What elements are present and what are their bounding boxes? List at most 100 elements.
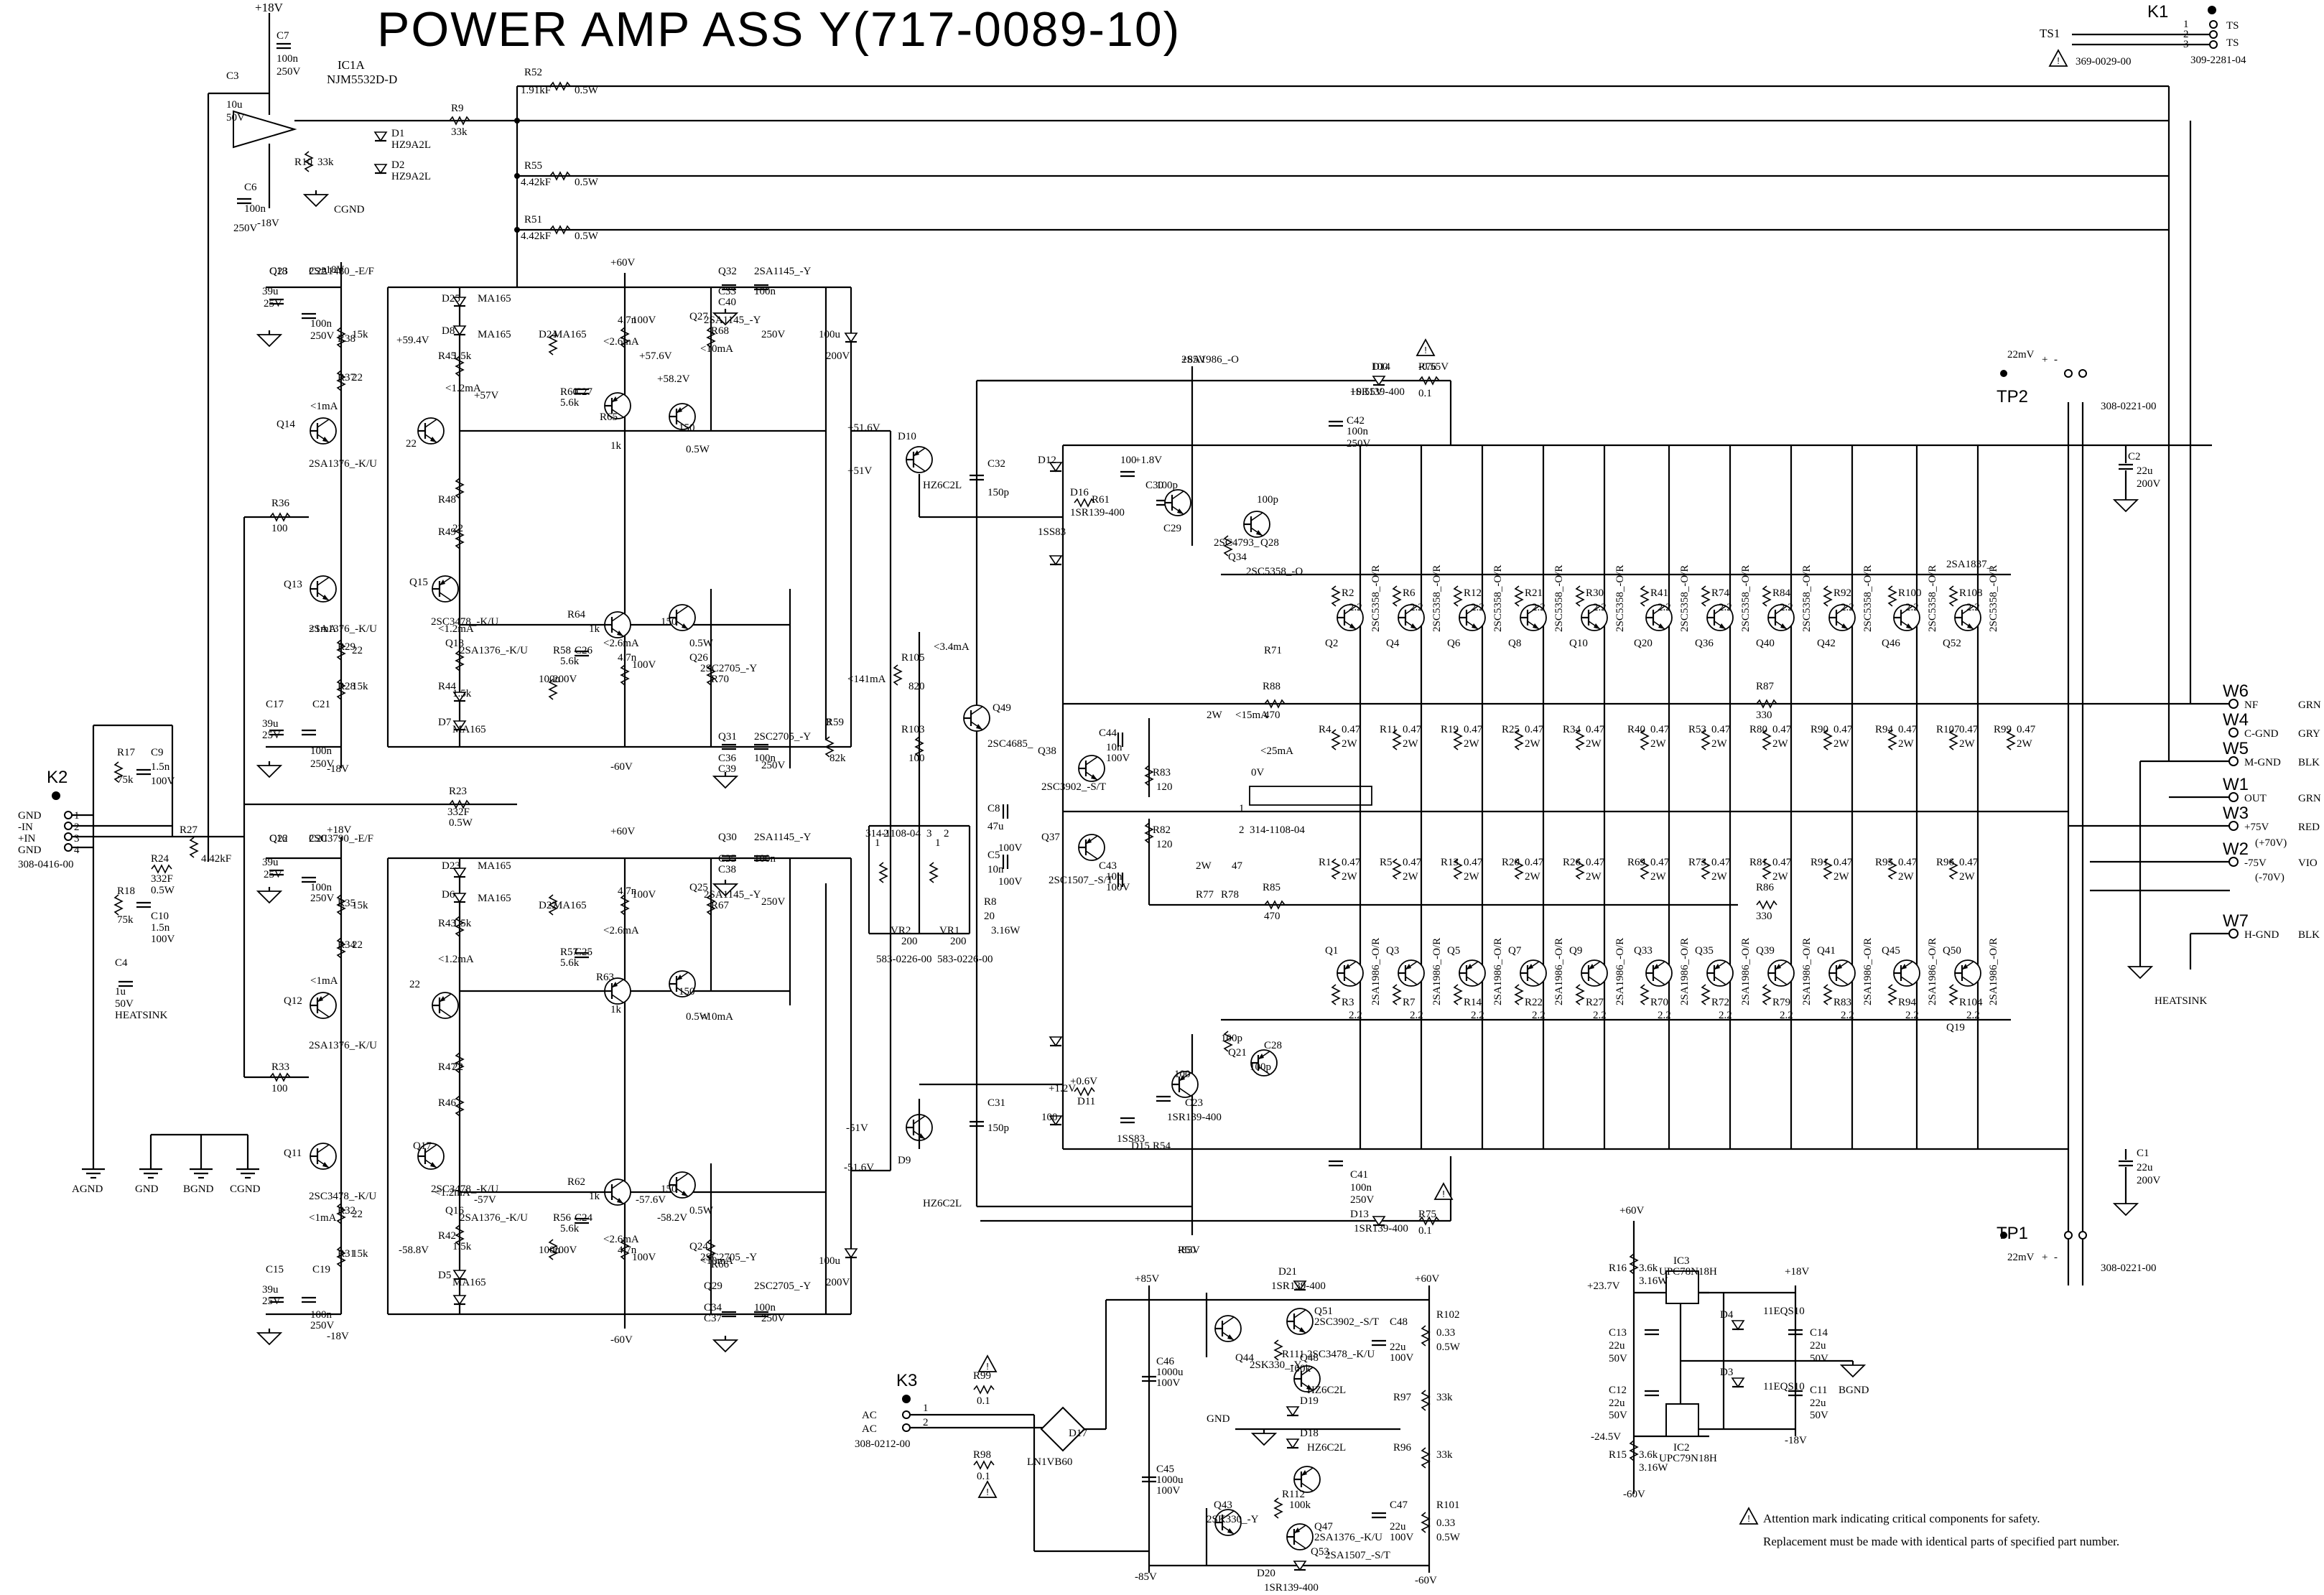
rail-label: -18V [257, 218, 279, 229]
k3-pin: 2 [923, 1417, 929, 1428]
r55-watt: 0.5W [575, 177, 599, 188]
component-label: 100u [539, 674, 561, 685]
regulator-label: 50V [1810, 1353, 1828, 1364]
component-label: Q17 [413, 1140, 432, 1152]
emitter-resistor-val: 0.47 [1342, 724, 1361, 735]
resistor-val: 2.2 [1905, 1010, 1919, 1021]
regulator-label: 22u [1810, 1398, 1826, 1409]
node-voltage: +57.6V [639, 350, 672, 362]
transistor-part: 2SA1986_-O/R [1801, 938, 1813, 1005]
supply-label: 1SR139-400 [1271, 1280, 1326, 1292]
driver-label: 2SA1986_-O [1181, 354, 1239, 366]
component-label: 150 [661, 1184, 677, 1195]
component-label: R35 [338, 898, 355, 909]
driver-labels: +85V-85VD141SR139-400R760.1C42100n250VD1… [1038, 354, 1993, 1256]
transistor-part: 2SA1986_-O/R [1988, 938, 1999, 1005]
r23-ref: R23 [449, 786, 467, 797]
r24-ref: R24 [151, 853, 169, 865]
wire-color: RED [2298, 822, 2320, 833]
transistor-part: 2SC5358_-O/R [1370, 565, 1382, 632]
r17-val: 75k [117, 774, 134, 786]
bias-label: <15mA [1235, 710, 1268, 721]
driver-label: 100n [1347, 426, 1369, 437]
bias-label: 2W [1196, 860, 1212, 872]
driver-label: C41 [1350, 1169, 1368, 1181]
driver-label: R50 [1178, 1245, 1196, 1256]
component-label: Q18 [445, 638, 464, 649]
supply-label: 22u [1390, 1341, 1406, 1353]
component-label: 5.6k [560, 397, 580, 409]
supply-label: 2SC3478_-K/U [1307, 1349, 1375, 1360]
bias-label: Q38 [1038, 745, 1056, 757]
emitter-resistor-ref: R4 [1319, 724, 1331, 735]
driver-label: C42 [1347, 415, 1365, 427]
component-label: D25 [442, 293, 460, 304]
component-label: 100n [310, 318, 333, 330]
driver-label: 100n [1350, 1182, 1372, 1194]
resistor-ref: R21 [1525, 587, 1543, 599]
component-label: D22 [539, 900, 557, 911]
r51-ref: R51 [524, 214, 542, 225]
component-label: 22 [352, 645, 363, 656]
supply-label: R99 [973, 1370, 991, 1382]
driver-label: +1.2V [1049, 1083, 1076, 1094]
component-label: 22 [452, 1061, 463, 1073]
transistor-ref: Q1 [1325, 945, 1338, 957]
emitter-resistor-ref: R94 [1875, 724, 1894, 735]
component-label: Q27 [689, 311, 708, 322]
supply-label: 2SK330_-Y [1250, 1359, 1302, 1371]
resistor-val: 2.2 [1593, 602, 1607, 613]
component-label: 2SA1376_-K/U [309, 458, 377, 470]
current-note: <10mA [700, 343, 733, 355]
component-label: C39 [718, 763, 736, 775]
k3-pin: 1 [923, 1403, 929, 1414]
component-label: MA165 [452, 1277, 486, 1288]
current-note: <1.2mA [445, 383, 481, 394]
resistor-val: 330 [1756, 710, 1772, 721]
resistor-val: 2.2 [1658, 1010, 1671, 1021]
transistor-part: 2SC5358_-O/R [1801, 565, 1813, 632]
wire-note: (+70V) [2255, 837, 2287, 849]
note-line: Attention mark indicating critical compo… [1763, 1512, 2040, 1525]
k2-signal: -IN [18, 822, 33, 833]
feedback-network: R52 1.91kF 0.5W R55 4.42kF 0.5W R51 4.42… [514, 67, 2169, 287]
bias-label: 820 [908, 681, 925, 692]
supply-label: C46 [1156, 1356, 1175, 1367]
component-label: C20 [309, 833, 327, 845]
emitter-resistor-val: 0.47 [1772, 857, 1792, 868]
transistor-part: 2SC5358_-O/R [1431, 565, 1443, 632]
driver-label: 1SR139-400 [1167, 1112, 1222, 1123]
k2-signal: GND [18, 845, 42, 856]
gnd-label: GND [135, 1184, 159, 1195]
emitter-resistor-ref: R40 [1627, 724, 1645, 735]
supply-label: 100V [1156, 1485, 1181, 1497]
node-voltage: +58.2V [657, 373, 690, 385]
emitter-resistor-ref: R95 [1875, 857, 1893, 868]
supply-label: D18 [1300, 1428, 1319, 1439]
c7-val: 100n [276, 53, 299, 65]
bias-label: 100V [998, 876, 1023, 888]
emitter-resistor-watt: 2W [1898, 738, 1915, 750]
bias-label: 2SC1507_-S/T [1049, 875, 1113, 886]
driver-label: -0.55V [1418, 361, 1449, 373]
driver-label: 2SA1837_ [1946, 559, 1993, 570]
emitter-resistor-val: 0.47 [2017, 724, 2036, 735]
c1-ref: C1 [2137, 1148, 2149, 1159]
bias-label: 10n [1106, 742, 1123, 753]
bias-label: 314-1108-04 [865, 828, 921, 840]
component-label: 1.5k [452, 1241, 472, 1252]
transistor-part: 2SA1986_-O/R [1370, 938, 1382, 1005]
emitter-resistor-val: 0.47 [1525, 857, 1544, 868]
c3-val: 10u [226, 99, 243, 111]
current-note: <1mA [309, 623, 337, 635]
k3-part: 308-0212-00 [855, 1438, 911, 1450]
component-label: D23 [442, 860, 460, 872]
bias-label: 2 [883, 828, 889, 840]
emitter-resistor-ref: R5 [1380, 857, 1393, 868]
supply-label: GND [1207, 1413, 1230, 1425]
resistor-val: 2.2 [1780, 602, 1793, 613]
wire-color: GRN [2298, 793, 2321, 804]
transistor-ref: Q9 [1569, 945, 1582, 957]
regulator-label: C13 [1609, 1327, 1627, 1339]
